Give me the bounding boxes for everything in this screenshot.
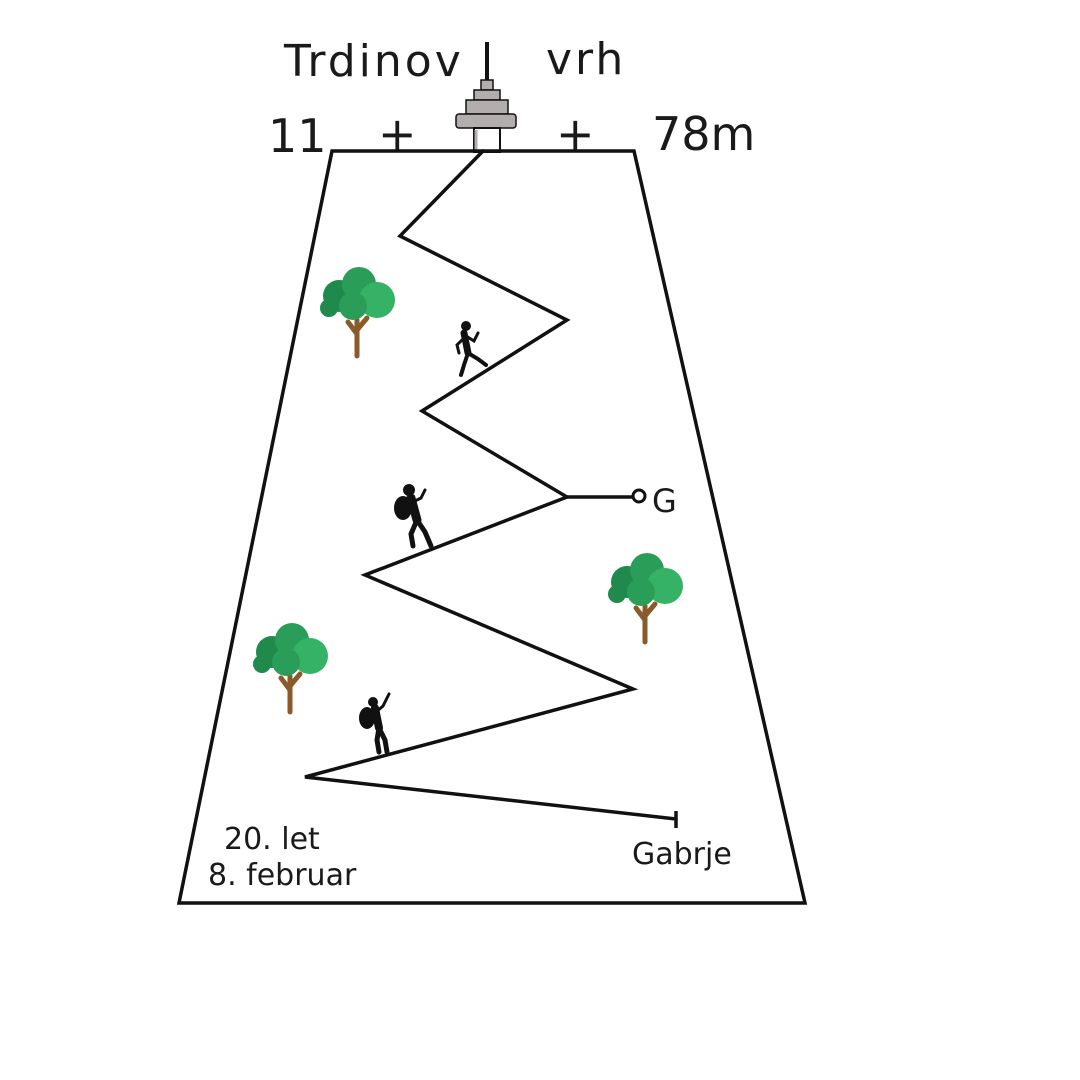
checkpoint-marker bbox=[631, 488, 647, 504]
elevation-hundreds: 11 bbox=[268, 109, 327, 163]
elevation-plus-right: + bbox=[556, 107, 595, 161]
hiker-icon bbox=[359, 692, 391, 755]
map-frame bbox=[176, 149, 808, 905]
tv-tower-icon bbox=[455, 42, 517, 153]
tree-icon bbox=[608, 553, 683, 645]
event-date: 8. februar bbox=[208, 858, 357, 893]
checkpoint-label: G bbox=[652, 482, 677, 520]
start-label: Gabrje bbox=[632, 837, 732, 872]
event-anniversary: 20. let bbox=[224, 822, 320, 857]
runner-icon bbox=[455, 321, 488, 377]
tree-icon bbox=[253, 623, 328, 715]
elevation-plus-left: + bbox=[378, 107, 417, 161]
tree-icon bbox=[320, 267, 395, 359]
elevation-tail: 78m bbox=[652, 107, 755, 161]
hiker-icon bbox=[394, 484, 434, 549]
title-right-word: vrh bbox=[546, 34, 626, 85]
title-left-word: Trdinov bbox=[283, 36, 464, 87]
